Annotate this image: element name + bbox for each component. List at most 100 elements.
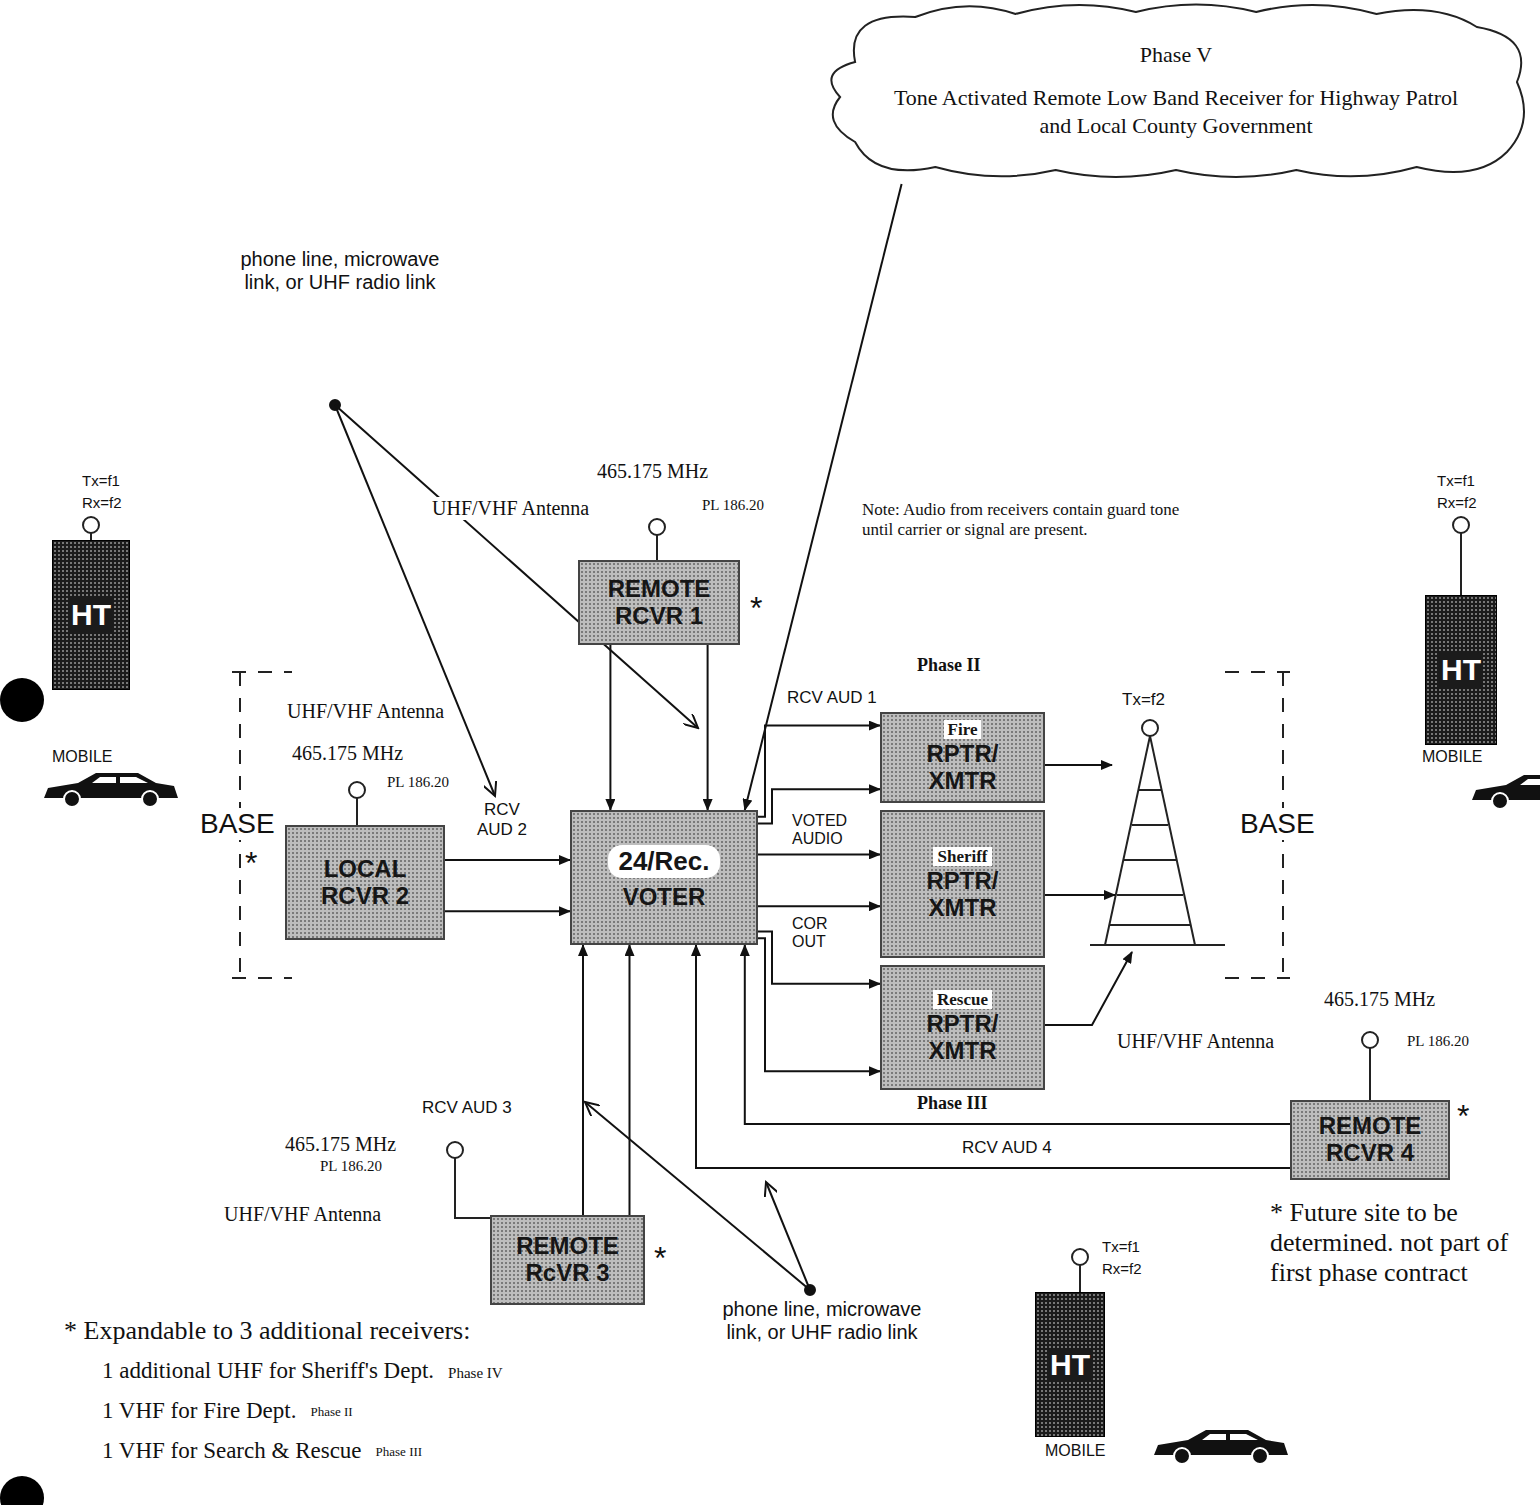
annotation-label: Phase II — [308, 1405, 354, 1420]
annotation-label: 1 additional UHF for Sheriff's Dept. — [100, 1358, 436, 1384]
handheld-radio: HT — [1425, 595, 1497, 745]
annotation-label: Phase III — [374, 1445, 425, 1460]
node-label: Tone Activated Remote Low Band Receiver … — [885, 84, 1467, 141]
node-label: REMOTE RcVR 3 — [500, 1233, 635, 1287]
node-label: LOCAL RCVR 2 — [295, 856, 435, 910]
annotation-label: Tx=f1 — [80, 472, 122, 489]
annotation-label: phone line, microwave link, or UHF radio… — [710, 1298, 934, 1344]
signal-connector — [445, 859, 570, 861]
antenna — [1362, 1032, 1378, 1048]
voter-box: 24/Rec.VOTER — [570, 810, 758, 945]
car-icon — [44, 773, 178, 807]
signal-connector — [758, 726, 880, 817]
annotation-label: UHF/VHF Antenna — [222, 1203, 383, 1226]
annotation-label: BASE — [1238, 808, 1317, 840]
annotation-label: RCV AUD 3 — [420, 1098, 514, 1118]
cloud-outline — [831, 5, 1524, 178]
punch-hole — [0, 1476, 44, 1505]
antenna — [83, 517, 99, 533]
node-label: HT — [1048, 1348, 1092, 1382]
annotation-label: MOBILE — [1043, 1442, 1107, 1460]
signal-connector — [758, 789, 880, 823]
radio-tower — [1124, 859, 1176, 861]
signal-connector — [745, 184, 902, 810]
signal-connector — [582, 945, 584, 1215]
antenna — [349, 782, 365, 798]
node-label: RPTR/ XMTR — [890, 741, 1035, 795]
annotation-label: Tx=f1 — [1435, 472, 1477, 489]
radio-tower — [1139, 789, 1161, 791]
transmit-feed — [1045, 764, 1112, 766]
receiver-box: REMOTE RCVR 4 — [1290, 1100, 1450, 1180]
annotation-label: Note: Audio from receivers contain guard… — [860, 500, 1194, 539]
annotation-label: 465.175 MHz — [290, 742, 405, 765]
radio-tower — [1142, 720, 1158, 736]
antenna — [83, 517, 1469, 1292]
annotation-label: Phase III — [915, 1093, 990, 1114]
annotation-label: UHF/VHF Antenna — [285, 700, 446, 723]
car-icon — [44, 773, 1540, 1464]
annotation-label: UHF/VHF Antenna — [430, 497, 591, 520]
node-label: RPTR/ XMTR — [890, 868, 1035, 922]
annotation-label: Tx=f2 — [1120, 690, 1167, 710]
annotation-label: PL 186.20 — [318, 1158, 384, 1175]
transmit-feed — [1045, 894, 1115, 896]
signal-connector — [758, 932, 880, 984]
receiver-box: REMOTE RcVR 3 — [490, 1215, 645, 1305]
annotation-label: Rx=f2 — [1100, 1260, 1144, 1277]
handheld-radio: HT — [52, 540, 130, 690]
radio-tower — [1090, 944, 1225, 946]
antenna — [1460, 533, 1462, 595]
antenna — [1072, 1249, 1088, 1265]
annotation-label: MOBILE — [1420, 748, 1484, 766]
node-label: REMOTE RCVR 4 — [1300, 1113, 1440, 1167]
radio-tower — [1110, 924, 1190, 926]
radio-tower — [1117, 894, 1183, 896]
annotation-label: UHF/VHF Antenna — [1115, 1030, 1276, 1053]
annotation-label: PL 186.20 — [700, 497, 766, 514]
annotation-label: phone line, microwave link, or UHF radio… — [228, 248, 452, 294]
annotation-label: Rx=f2 — [1435, 494, 1479, 511]
signal-connector — [629, 945, 631, 1215]
node-label: REMOTE RCVR 1 — [588, 576, 730, 630]
phase-cloud: Phase VTone Activated Remote Low Band Re… — [815, 2, 1537, 184]
asterisk-mark: * — [243, 845, 259, 882]
antenna — [656, 535, 658, 560]
receiver-box: REMOTE RCVR 1 — [578, 560, 740, 645]
annotation-label: * Future site to be determined. not part… — [1268, 1198, 1540, 1288]
radio-tower — [1090, 720, 1225, 945]
annotation-label: 1 VHF for Search & Rescue — [100, 1438, 364, 1464]
annotation-label: RCV AUD 4 — [960, 1138, 1054, 1158]
receiver-box: LOCAL RCVR 2 — [285, 825, 445, 940]
annotation-label: Phase II — [915, 655, 983, 676]
annotation-label: COR OUT — [790, 915, 854, 952]
signal-connector — [609, 645, 611, 810]
annotation-label: RCV AUD 1 — [785, 688, 879, 708]
node-heading: Sheriff — [933, 847, 991, 866]
antenna — [356, 798, 358, 825]
annotation-label: 1 VHF for Fire Dept. — [100, 1398, 298, 1424]
annotation-label: 465.175 MHz — [595, 460, 710, 483]
repeater-box: RescueRPTR/ XMTR — [880, 965, 1045, 1090]
antenna — [1453, 517, 1469, 533]
base-bracket — [232, 672, 292, 978]
radio-tower — [1105, 736, 1150, 945]
annotation-label: PL 186.20 — [385, 774, 451, 791]
annotation-label: Rx=f2 — [80, 494, 124, 511]
signal-connector — [445, 910, 570, 912]
annotation-label: RCV AUD 2 — [468, 800, 536, 839]
node-label: HT — [69, 598, 113, 632]
annotation-label: PL 186.20 — [1405, 1033, 1471, 1050]
annotation-label: 465.175 MHz — [1322, 988, 1437, 1011]
car-icon — [1154, 1430, 1288, 1464]
base-bracket — [1225, 672, 1290, 978]
radio-tower — [1150, 736, 1195, 945]
annotation-label: BASE — [198, 808, 277, 840]
node-label: HT — [1439, 653, 1483, 687]
antenna — [90, 533, 92, 540]
node-heading: Rescue — [933, 990, 992, 1009]
